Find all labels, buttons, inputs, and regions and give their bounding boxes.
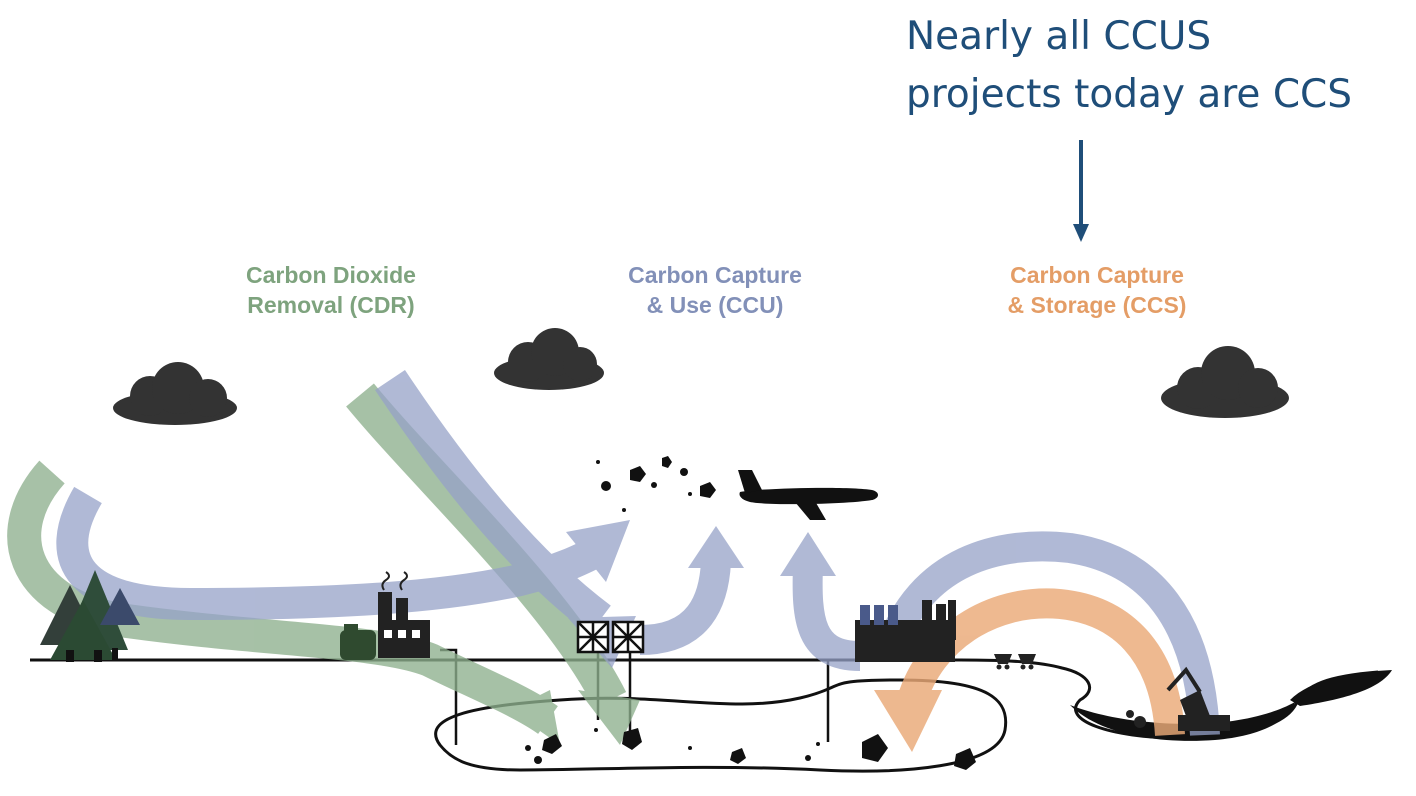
ccu-arrows (56, 370, 1220, 736)
callout-line-1: Nearly all CCUS (906, 14, 1212, 59)
cloud-left (113, 362, 237, 425)
forest-icon (40, 570, 140, 662)
label-ccu-line-2: & Use (CCU) (646, 292, 784, 318)
label-ccs-line-2: & Storage (CCS) (1007, 292, 1187, 318)
callout-arrow (1073, 140, 1089, 242)
cloud-middle (494, 328, 604, 390)
excavator-icon (1126, 666, 1230, 731)
label-cdr-line-2: Removal (CDR) (247, 292, 415, 318)
callout-line-2: projects today are CCS (906, 72, 1353, 117)
factory-right-icon (855, 600, 956, 662)
co2-particles-reservoir (525, 728, 976, 770)
co2-particles-sky (596, 456, 716, 512)
ore-carts-icon (994, 654, 1036, 670)
storage-pit (1070, 702, 1295, 741)
label-carbon-capture-storage: Carbon Capture & Storage (CCS) (972, 260, 1222, 320)
ccs-callout-text: Nearly all CCUS projects today are CCS (906, 8, 1406, 124)
right-pond (1290, 670, 1392, 706)
label-carbon-capture-use: Carbon Capture & Use (CCU) (590, 260, 840, 320)
cloud-right (1161, 346, 1289, 418)
label-cdr-line-1: Carbon Dioxide (246, 262, 416, 288)
factory-left-icon (340, 571, 430, 660)
ground-line (30, 658, 1379, 740)
direct-air-capture-fans-icon (576, 620, 645, 654)
airplane-icon (738, 470, 878, 520)
label-carbon-dioxide-removal: Carbon Dioxide Removal (CDR) (206, 260, 456, 320)
label-ccs-line-1: Carbon Capture (1010, 262, 1184, 288)
label-ccu-line-1: Carbon Capture (628, 262, 802, 288)
